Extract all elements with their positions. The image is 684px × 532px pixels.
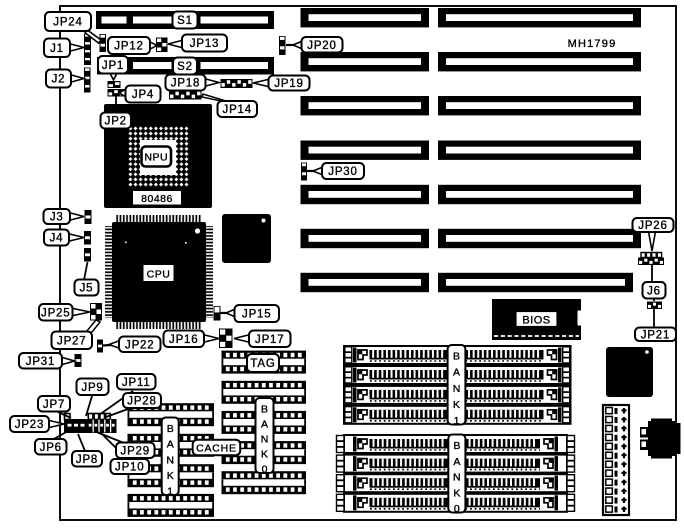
svg-text:JP10: JP10 — [115, 462, 144, 474]
svg-text:JP18: JP18 — [171, 78, 200, 90]
svg-text:J5: J5 — [80, 283, 94, 295]
svg-text:JP24: JP24 — [53, 17, 82, 29]
svg-text:S1: S1 — [177, 15, 193, 27]
svg-text:N: N — [261, 434, 269, 446]
svg-text:J1: J1 — [50, 43, 64, 55]
svg-text:NPU: NPU — [144, 152, 168, 164]
svg-text:A: A — [261, 419, 268, 431]
svg-text:JP8: JP8 — [76, 454, 98, 466]
svg-text:J3: J3 — [50, 212, 64, 224]
svg-text:A: A — [167, 439, 174, 451]
svg-text:JP14: JP14 — [223, 104, 252, 116]
svg-text:JP17: JP17 — [255, 334, 284, 346]
svg-text:JP6: JP6 — [40, 442, 62, 454]
svg-text:B: B — [167, 423, 174, 435]
svg-text:S2: S2 — [177, 61, 193, 73]
svg-text:JP7: JP7 — [43, 399, 65, 411]
svg-text:JP16: JP16 — [169, 334, 198, 346]
svg-text:B: B — [453, 351, 460, 363]
svg-text:JP27: JP27 — [57, 335, 86, 347]
svg-text:K: K — [453, 487, 460, 499]
svg-text:JP26: JP26 — [638, 220, 667, 232]
svg-text:J4: J4 — [50, 233, 64, 245]
svg-text:B: B — [453, 440, 460, 452]
svg-text:0: 0 — [454, 503, 460, 515]
svg-text:JP13: JP13 — [190, 38, 219, 50]
svg-text:TAG: TAG — [250, 358, 275, 370]
svg-text:JP12: JP12 — [114, 41, 143, 53]
svg-text:A: A — [453, 456, 460, 468]
svg-text:JP21: JP21 — [641, 329, 670, 341]
svg-text:JP25: JP25 — [41, 307, 70, 319]
svg-text:JP23: JP23 — [15, 419, 44, 431]
svg-text:JP20: JP20 — [307, 40, 336, 52]
svg-text:JP4: JP4 — [132, 89, 154, 101]
svg-text:JP2: JP2 — [105, 116, 127, 128]
svg-text:JP31: JP31 — [26, 356, 55, 368]
svg-text:JP19: JP19 — [274, 78, 303, 90]
svg-text:K: K — [261, 449, 268, 461]
svg-text:CPU: CPU — [147, 269, 171, 281]
svg-text:JP28: JP28 — [127, 396, 156, 408]
svg-text:N: N — [453, 472, 461, 484]
svg-text:K: K — [167, 470, 174, 482]
svg-text:CACHE: CACHE — [196, 442, 237, 454]
svg-text:JP11: JP11 — [122, 377, 151, 389]
svg-text:BIOS: BIOS — [522, 315, 550, 327]
svg-text:JP1: JP1 — [102, 60, 124, 72]
svg-text:N: N — [453, 383, 461, 395]
svg-text:K: K — [453, 399, 460, 411]
svg-text:1: 1 — [167, 486, 173, 498]
svg-text:J6: J6 — [647, 285, 661, 297]
svg-text:JP30: JP30 — [328, 166, 357, 178]
svg-text:1: 1 — [454, 415, 460, 427]
svg-text:JP22: JP22 — [125, 339, 154, 351]
svg-text:JP15: JP15 — [242, 309, 271, 321]
svg-text:N: N — [166, 454, 174, 466]
svg-text:MH1799: MH1799 — [568, 38, 617, 50]
svg-text:JP29: JP29 — [121, 445, 150, 457]
svg-text:A: A — [453, 367, 460, 379]
svg-text:B: B — [261, 404, 268, 416]
svg-text:J2: J2 — [52, 74, 66, 86]
svg-text:JP9: JP9 — [81, 382, 103, 394]
svg-text:0: 0 — [262, 464, 268, 476]
svg-text:80486: 80486 — [141, 193, 173, 205]
